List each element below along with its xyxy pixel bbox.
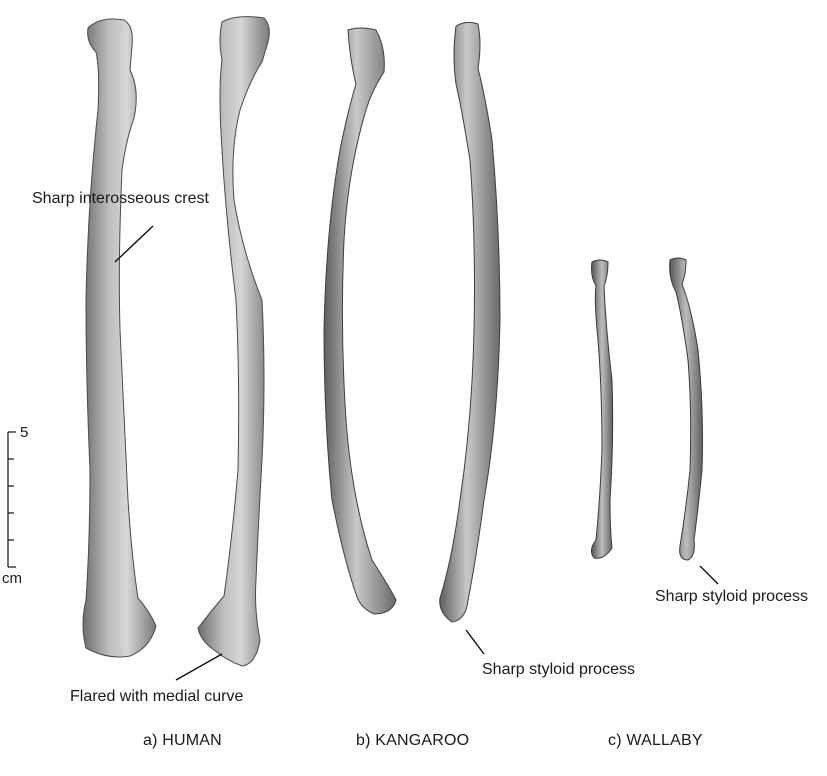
leader-interosseous <box>114 225 154 263</box>
human-bone-right <box>197 16 270 667</box>
leader-styloid-kangaroo <box>465 629 485 655</box>
leader-styloid-wallaby <box>699 565 719 585</box>
caption-human: a) HUMAN <box>143 732 222 749</box>
human-bone-left <box>82 18 157 658</box>
scale-max-label: 5 <box>20 424 29 441</box>
kangaroo-bone-left <box>323 27 397 615</box>
scale-bar <box>7 431 16 568</box>
annotation-flared-medial-curve: Flared with medial curve <box>70 688 244 705</box>
wallaby-bone-left <box>590 259 614 559</box>
caption-wallaby: c) WALLABY <box>608 732 703 749</box>
annotation-interosseous-crest: Sharp interosseous crest <box>32 190 209 207</box>
scale-unit-label: cm <box>2 570 22 587</box>
caption-kangaroo: b) KANGAROO <box>356 732 470 749</box>
kangaroo-bone-right <box>439 21 501 623</box>
annotation-styloid-kangaroo: Sharp styloid process <box>482 661 635 678</box>
annotation-styloid-wallaby: Sharp styloid process <box>655 588 808 605</box>
leader-flared <box>175 653 223 681</box>
wallaby-bone-right <box>669 257 703 561</box>
